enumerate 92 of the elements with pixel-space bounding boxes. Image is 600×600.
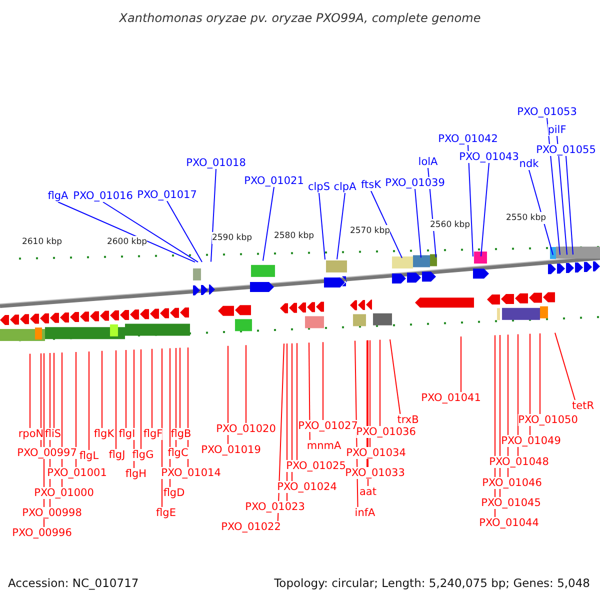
gene-label: flgA bbox=[48, 190, 68, 202]
leader-line bbox=[308, 342, 310, 440]
gene-label: ftsK bbox=[361, 179, 381, 191]
leader-line bbox=[322, 342, 324, 420]
leader-line bbox=[528, 170, 554, 256]
gene-label: PXO_01036 bbox=[356, 426, 416, 438]
leader-line bbox=[370, 190, 402, 258]
gene-label: PXO_01023 bbox=[245, 501, 305, 513]
genome-title: Xanthomonas oryzae pv. oryzae PXO99A, complete genome bbox=[119, 12, 481, 24]
gene-label: PXO_01021 bbox=[244, 175, 304, 187]
gene-label: flgC bbox=[168, 447, 188, 459]
gene-label: flgH bbox=[125, 468, 147, 480]
gene-label: tetR bbox=[572, 400, 594, 412]
leader-line bbox=[140, 348, 142, 450]
gene-label: flgE bbox=[156, 507, 176, 519]
footer-text: Topology: circular; Length: 5,240,075 bp; Genes: 5,048 bbox=[274, 577, 590, 589]
gene-label: PXO_01041 bbox=[421, 392, 481, 404]
gene-label: flgL bbox=[79, 450, 99, 462]
gene-label: PXO_01048 bbox=[489, 456, 549, 468]
gene-label: pilF bbox=[548, 124, 566, 136]
leader-line bbox=[336, 192, 346, 260]
scale-label: 2590 kbp bbox=[212, 232, 252, 244]
gene-label: PXO_00998 bbox=[22, 507, 82, 519]
leader-line bbox=[277, 343, 284, 522]
scale-label: 2560 kbp bbox=[430, 219, 470, 231]
leader-line bbox=[296, 342, 298, 460]
gene-label: ndk bbox=[519, 158, 539, 170]
gene-label: PXO_01025 bbox=[286, 460, 346, 472]
scale-label: 2550 kbp bbox=[506, 212, 546, 224]
gene-label: PXO_00996 bbox=[12, 527, 72, 539]
leader-line bbox=[554, 332, 576, 400]
leader-line bbox=[88, 350, 90, 450]
gene-label: PXO_01046 bbox=[482, 477, 542, 489]
leader-line bbox=[546, 118, 560, 256]
gene-label: PXO_01018 bbox=[186, 157, 246, 169]
gene-label: aat bbox=[360, 486, 376, 498]
leader-line bbox=[166, 200, 202, 262]
gene-label: mnmA bbox=[306, 440, 342, 452]
gene-label: PXO_01039 bbox=[385, 177, 445, 189]
gene-label: flgF bbox=[143, 428, 163, 440]
leader-line bbox=[102, 202, 198, 263]
gene-label: PXO_01020 bbox=[216, 423, 276, 435]
gene-label: PXO_01050 bbox=[518, 414, 578, 426]
scale-label: 2600 kbp bbox=[106, 236, 148, 248]
gene-label: PXO_01016 bbox=[73, 190, 133, 202]
leader-line bbox=[58, 202, 196, 263]
gene-label: infA bbox=[354, 507, 376, 519]
gene-label: flgK bbox=[94, 428, 114, 440]
gene-label: PXO_01019 bbox=[201, 444, 261, 456]
gene-label: PXO_01044 bbox=[479, 517, 539, 529]
gene-label: PXO_01014 bbox=[161, 467, 221, 479]
leader-line bbox=[556, 136, 568, 256]
gene-label: PXO_01022 bbox=[221, 521, 281, 533]
leader-line bbox=[210, 168, 216, 262]
gene-label: PXO_01055 bbox=[536, 144, 596, 156]
leader-line bbox=[318, 192, 326, 260]
leader-line bbox=[460, 336, 462, 392]
gene-label: rpoN bbox=[18, 428, 44, 440]
gene-label: lolA bbox=[418, 156, 438, 168]
leader-line bbox=[390, 338, 401, 414]
gene-label: fliS bbox=[44, 428, 62, 440]
leader-line bbox=[480, 162, 490, 257]
gene-label: PXO_01034 bbox=[346, 447, 406, 459]
gene-label: PXO_01033 bbox=[345, 467, 405, 479]
scale-label: 2610 kbp bbox=[22, 236, 62, 248]
leader-line bbox=[262, 186, 274, 262]
gene-label: flgB bbox=[170, 428, 192, 440]
gene-label: PXO_01027 bbox=[298, 420, 358, 432]
leader-line bbox=[40, 352, 42, 448]
leader-line bbox=[414, 188, 422, 258]
gene-label: clpA bbox=[334, 181, 356, 193]
gene-label: PXO_01042 bbox=[438, 133, 498, 145]
leader-line bbox=[468, 144, 474, 258]
gene-label: PXO_00997 bbox=[17, 447, 77, 459]
gene-label: flgI bbox=[118, 428, 136, 440]
gene-label: PXO_01053 bbox=[517, 106, 577, 118]
gene-label: flgD bbox=[163, 487, 185, 499]
gene-label: PXO_01045 bbox=[481, 497, 541, 509]
gene-label: PXO_01000 bbox=[34, 487, 94, 499]
gene-label: PXO_01043 bbox=[459, 151, 519, 163]
gene-label: flgJ bbox=[108, 449, 126, 461]
gene-label: clpS bbox=[308, 181, 330, 193]
footer-text: Accession: NC_010717 bbox=[8, 577, 139, 589]
gene-label: PXO_01001 bbox=[47, 467, 107, 479]
gene-label: trxB bbox=[397, 414, 419, 426]
gene-label: flgG bbox=[132, 449, 154, 461]
gene-label: PXO_01017 bbox=[137, 189, 197, 201]
gene-label: PXO_01049 bbox=[501, 435, 561, 447]
leader-line bbox=[566, 156, 574, 256]
gene-label: PXO_01024 bbox=[277, 481, 337, 493]
scale-label: 2570 kbp bbox=[350, 225, 390, 237]
scale-label: 2580 kbp bbox=[274, 230, 314, 242]
